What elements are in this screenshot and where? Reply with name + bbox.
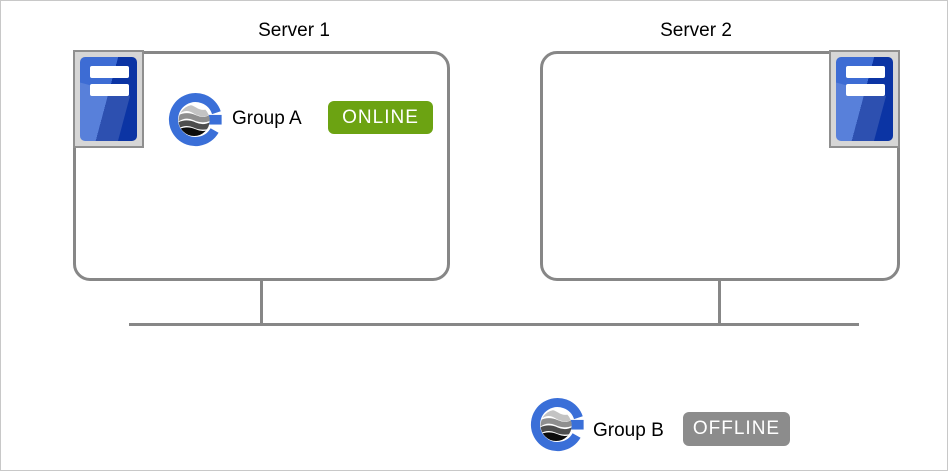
server2-network-connector xyxy=(718,281,721,324)
server-tower-icon xyxy=(829,50,900,148)
server-tower-body xyxy=(80,57,137,141)
group-globe-icon xyxy=(530,397,584,452)
server-tower-icon xyxy=(73,50,144,148)
group-b-status-badge: OFFLINE xyxy=(683,412,790,446)
group-b-label: Group B xyxy=(593,420,664,441)
group-globe-icon xyxy=(168,92,222,147)
server-tower-slot xyxy=(90,66,129,78)
server1-network-connector xyxy=(260,281,263,324)
group-a-label: Group A xyxy=(232,108,302,129)
group-a-status-badge: ONLINE xyxy=(328,101,433,134)
server1-title: Server 1 xyxy=(258,20,330,41)
server-tower-slot xyxy=(846,66,885,78)
server-tower-slot xyxy=(846,84,885,96)
server-tower-slot xyxy=(90,84,129,96)
server-tower-body xyxy=(836,57,893,141)
server2-title: Server 2 xyxy=(660,20,732,41)
network-bus-line xyxy=(129,323,859,326)
